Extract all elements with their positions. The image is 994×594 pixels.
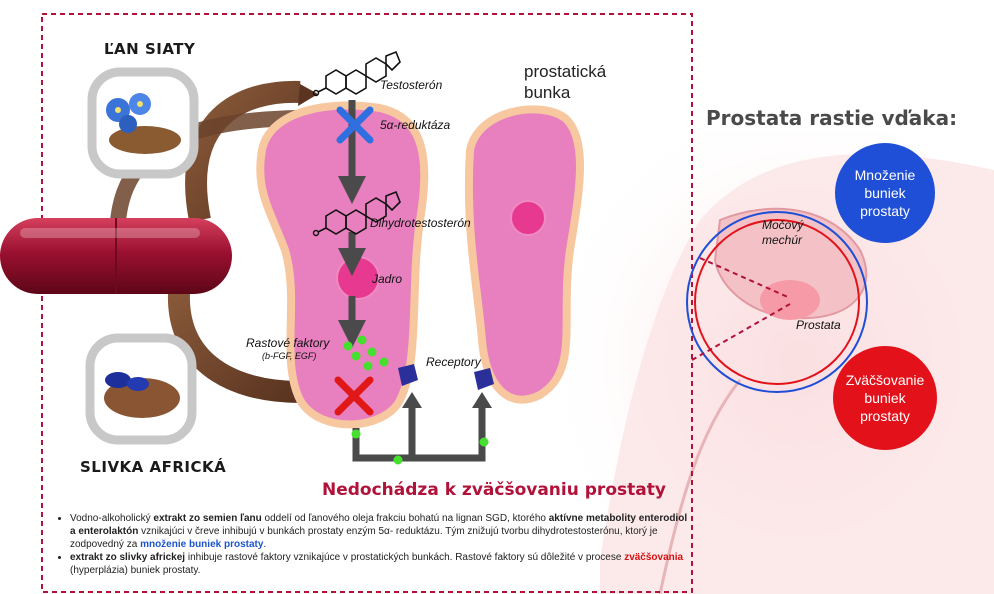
plum-image [85, 333, 197, 445]
flax-image [87, 67, 199, 179]
circle-enlargement [833, 346, 937, 450]
label-receptors: Receptory [426, 355, 481, 369]
ring-blue [686, 211, 868, 393]
capsule-pill [0, 218, 232, 294]
label-dht: Dihydrotestosterón [370, 216, 471, 230]
label-prostate: Prostata [796, 318, 841, 332]
flax-arc-head [298, 84, 318, 106]
plum-title: SLIVKA AFRICKÁ [80, 458, 227, 476]
nucleus-right [510, 200, 546, 236]
ring-red [694, 219, 860, 385]
label-prostatic-cell: prostatická bunka [524, 62, 607, 102]
receptor-right [474, 368, 494, 390]
prostate-cell-right [464, 105, 585, 404]
label-growth-factors-sub: (b-FGF, EGF) [262, 351, 317, 361]
right-panel-title: Prostata rastie vďaka: [706, 106, 958, 130]
conclusion-text: Nedochádza k zväčšovaniu prostaty [322, 480, 666, 500]
growth-factor-dots [343, 335, 389, 371]
label-testosterone: Testosterón [380, 78, 443, 92]
circle-multiplication [835, 143, 935, 243]
label-bladder: Močový mechúr [762, 218, 804, 247]
prostate-shape [760, 280, 820, 320]
dht-molecule [317, 190, 401, 235]
label-enlargement: Zväčšovanie buniek prostaty [845, 372, 925, 424]
receptor-left [398, 364, 418, 386]
testosterone-molecule [317, 50, 401, 95]
note-flax: Vodno-alkoholický extrakt zo semien ľanu… [70, 512, 692, 551]
plum-arc [167, 278, 301, 403]
label-growth-factors: Rastové faktory [246, 336, 330, 350]
flax-title: ĽAN SIATY [104, 40, 196, 58]
note-plum: extrakt zo slivky africkej inhibuje rast… [70, 551, 692, 577]
growth-factors-blocked-icon [334, 376, 374, 416]
label-nucleus: Jadro [372, 272, 403, 286]
notes-list: Vodno-alkoholický extrakt zo semien ľanu… [56, 512, 692, 577]
enzyme-blocked-icon [336, 106, 374, 144]
label-multiplication: Množenie buniek prostaty [854, 167, 916, 219]
dashed-frame [41, 13, 693, 593]
label-enzyme: 5α-reduktáza [380, 118, 451, 132]
receptor-pathway [351, 364, 494, 465]
